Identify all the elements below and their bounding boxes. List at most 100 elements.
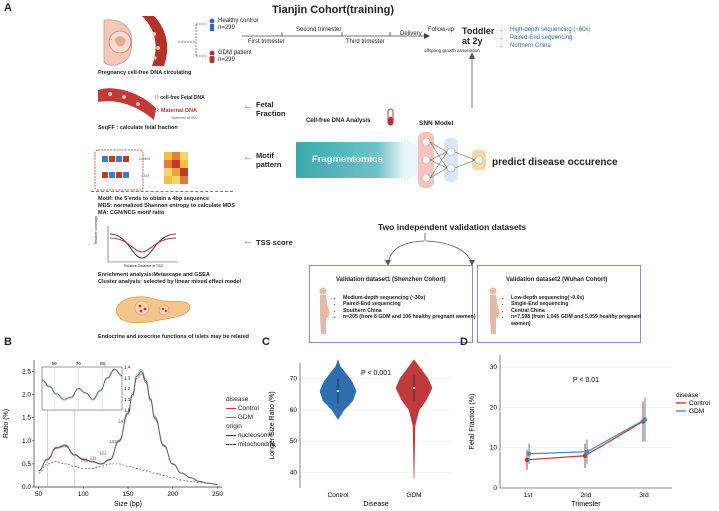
legend-label: mitochondria	[237, 441, 276, 448]
y-tick-label: 40	[290, 469, 298, 476]
snn-network-icon	[418, 132, 486, 188]
legend-label: Control	[237, 405, 259, 412]
panel-letter-a: A	[4, 2, 12, 14]
tss-curve-illustration	[107, 226, 178, 263]
x-axis-label: Size (bp)	[114, 501, 142, 508]
validation-box-1: Validation dataset1 (Shenzhen Cohort) Me…	[309, 265, 475, 343]
val1-bullet: Medium-depth sequencing (~30x)	[343, 295, 477, 301]
y-tick-label: 0.0	[22, 484, 31, 491]
y-axis-label: Ratio (%)	[3, 409, 10, 438]
data-point	[524, 457, 530, 462]
cffdna-text: cell-free Fetal DNA	[160, 95, 205, 101]
maternal-label: ⌇⌇ Maternal DNA	[154, 108, 197, 114]
series-line-mitochondria	[38, 461, 218, 485]
val2-bullet: Central China	[511, 308, 645, 314]
toddler-line2: at 2y	[462, 36, 483, 46]
inset-x-tick-label: 80	[100, 361, 106, 366]
cffdna-label: ⌇⌇ cell-free Fetal DNA	[154, 95, 205, 101]
toddler-label: Toddler at 2y	[462, 26, 494, 46]
maternal-sub: Maternal cfDNA	[172, 116, 197, 120]
first-trimester-label: First trimester	[248, 39, 285, 45]
motif-line2: pattern	[256, 160, 282, 169]
follow-up-label: Follow-up	[428, 27, 455, 33]
fetal-fraction-line1: Fetal	[256, 100, 274, 109]
legend-item-control: Control	[226, 404, 275, 413]
y-tick-label: 1.0	[22, 438, 31, 445]
motif-desc-line: MDS: normalized Shannon entropy to calcu…	[98, 203, 235, 209]
x-tick-label: 3rd	[639, 492, 649, 499]
pregnancy-illustration	[103, 16, 168, 66]
snn-model-label: SNN Model	[419, 120, 454, 127]
legend-item-mitochondria: mitochondria	[226, 440, 275, 449]
val2-bullet: n=7,598 (from 1,045 GDM and 5,059 health…	[511, 314, 645, 327]
y-tick-label: 0.5	[22, 461, 31, 468]
y-tick-label: 20	[490, 404, 498, 411]
gdm-patient-label: GDM patient	[218, 50, 252, 56]
test-tube-icon	[387, 108, 394, 126]
motif-divider	[91, 191, 233, 192]
third-trimester-label: Third trimester	[346, 39, 385, 45]
val1-bullet: n=205 (from 8 GDM and 106 healthy pregna…	[343, 314, 477, 320]
inset-x-tick-label: 70	[76, 361, 82, 366]
endocrine-text: Endocrine and exocrine functions of isle…	[98, 334, 249, 340]
sequencing-bullet: Paired-End sequencing	[510, 34, 591, 42]
legend-swatch	[226, 434, 236, 436]
fetal-fraction-line2: Fraction	[256, 109, 286, 118]
data-point	[584, 449, 590, 454]
val1-bullet: Southern China	[343, 308, 477, 314]
val1-title: Validation dataset1 (Shenzhen Cohort)	[336, 277, 446, 283]
inset-x-tick-label: 60	[52, 361, 58, 366]
p-value-annotation: P < 0.01	[573, 377, 599, 384]
val2-bullet: Single-End sequencing	[511, 301, 645, 307]
panel-b-legend: disease Control GDM origin nucleosome mi…	[226, 395, 275, 449]
toddler-arrow	[469, 52, 475, 108]
legend-origin-title: origin	[226, 423, 242, 430]
y-tick-label: 1.5	[22, 415, 31, 422]
fragmentomics-arrow	[296, 136, 432, 184]
motif-desc-line: Motif: the 5'ends to obtain a 4bp sequen…	[98, 196, 210, 202]
violin-median	[337, 390, 339, 393]
legend-swatch	[226, 416, 236, 418]
panel-letter-c: C	[262, 336, 270, 348]
x-tick-label: 50	[35, 491, 43, 498]
y-axis-label: Longer Size Ratio (%)	[269, 391, 276, 459]
motif-description: Motif: the 5'ends to obtain a 4bp sequen…	[98, 196, 235, 217]
motif-line1: Motif	[256, 151, 274, 160]
peak-label: 111	[90, 455, 97, 460]
validation-split-arrows	[385, 240, 475, 266]
y-tick-label: 30	[490, 364, 498, 371]
heat-gdm-label: GDM	[141, 174, 150, 178]
legend-swatch	[226, 407, 236, 409]
inset-line	[41, 368, 123, 400]
fragmentomics-label: Fragmentomics	[312, 154, 383, 165]
series-line-gdm	[38, 368, 218, 485]
y-tick-label: 2.0	[22, 392, 31, 399]
y-tick-label: 70	[290, 376, 298, 383]
peak-label: 143	[118, 418, 126, 423]
val2-bullets: Low-depth sequencing(~0.6x) Single-End s…	[502, 295, 645, 327]
validation-box-2: Validation dataset2 (Wuhan Cohort) Low-d…	[477, 265, 641, 343]
sequencing-bullet: Northern China	[510, 42, 591, 50]
val2-bullet: Low-depth sequencing(~0.6x)	[511, 295, 645, 301]
data-point	[582, 453, 588, 458]
fetal-fraction-label: Fetal Fraction	[256, 100, 286, 118]
legend-label: GDM	[689, 408, 704, 415]
offspring-label: offspring growth association	[424, 48, 480, 53]
enrichment-line: Cluster analysis: selected by linear mix…	[98, 279, 242, 285]
tss-ylabel: Relative coverage	[94, 215, 98, 244]
y-tick-label: 0	[493, 485, 497, 492]
violin-gdm	[395, 359, 433, 479]
inset-y-tick-label: 1.3	[124, 375, 131, 380]
blood-vessel-illustration	[98, 88, 156, 120]
y-tick-label: 60	[290, 407, 298, 414]
x-tick-label: 250	[212, 491, 223, 498]
healthy-control-label: Healthy control	[218, 18, 259, 24]
violin-median	[413, 387, 415, 389]
enrichment-line: Enrichment analysis:Metascape and GSEA	[98, 272, 210, 278]
val1-bullet: Paired-End sequencing	[343, 301, 477, 307]
